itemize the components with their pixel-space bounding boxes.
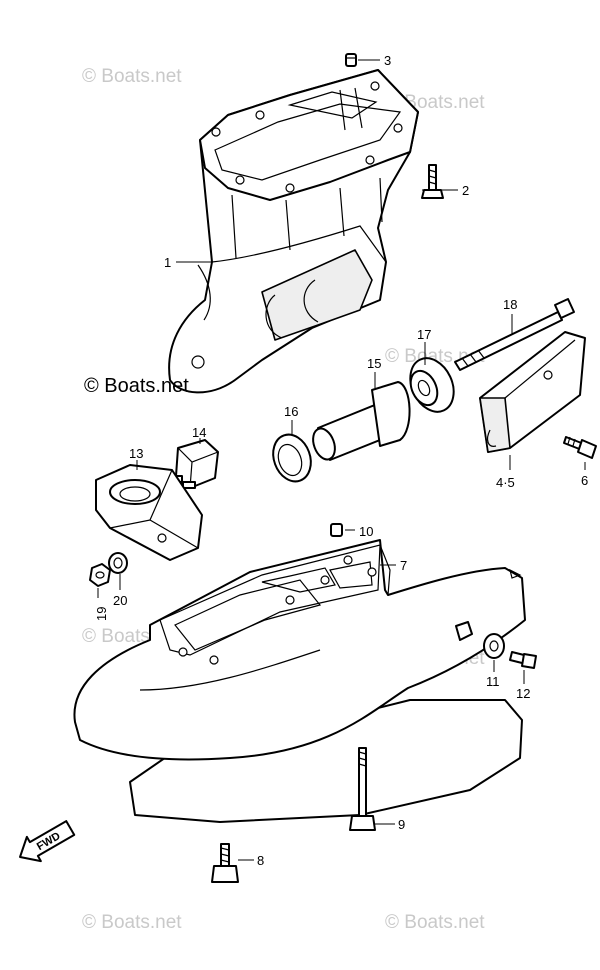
- callout-6: 6: [581, 473, 588, 488]
- dowel-pin-top[interactable]: [345, 53, 357, 67]
- callout-17: 17: [417, 327, 431, 342]
- callouts: 1 2 3 4·5 6 7 8 9 10 11 12 13 14 15 16 1…: [94, 53, 588, 868]
- short-bolt[interactable]: [211, 843, 239, 883]
- callout-4-5: 4·5: [496, 475, 515, 490]
- callout-7: 7: [400, 558, 407, 573]
- long-bolt[interactable]: [454, 298, 575, 371]
- grommet[interactable]: [455, 621, 505, 659]
- leader-lines: [97, 59, 586, 861]
- damper-bushing[interactable]: [309, 381, 411, 462]
- mount-rubber[interactable]: [402, 351, 462, 419]
- washer[interactable]: [108, 552, 128, 574]
- bolt-top[interactable]: [421, 164, 444, 199]
- watermark-main: © Boats.net: [84, 375, 189, 397]
- callout-1: 1: [164, 255, 171, 270]
- drive-shaft-housing[interactable]: [168, 69, 419, 394]
- long-bolt-lower[interactable]: [349, 747, 376, 831]
- bolt-lower-right[interactable]: [509, 651, 537, 669]
- watermark-6: © Boats.net: [82, 912, 182, 933]
- callout-10: 10: [359, 524, 373, 539]
- upper-mount[interactable]: [95, 464, 203, 561]
- callout-20: 20: [113, 593, 127, 608]
- callout-2: 2: [462, 183, 469, 198]
- watermark-1: © Boats.net: [82, 66, 182, 87]
- callout-12: 12: [516, 686, 530, 701]
- callout-11: 11: [486, 674, 500, 689]
- callout-19: 19: [94, 607, 109, 621]
- callout-14: 14: [192, 425, 206, 440]
- bolt-side[interactable]: [563, 436, 597, 459]
- nut[interactable]: [89, 563, 111, 587]
- seal-ring[interactable]: [267, 429, 317, 486]
- callout-16: 16: [284, 404, 298, 419]
- callout-3: 3: [384, 53, 391, 68]
- lower-cover[interactable]: [73, 539, 526, 823]
- callout-9: 9: [398, 817, 405, 832]
- mount-bracket[interactable]: [479, 331, 586, 453]
- callout-15: 15: [367, 356, 381, 371]
- callout-8: 8: [257, 853, 264, 868]
- dowel-pin-lower[interactable]: [330, 523, 343, 537]
- watermark-7: © Boats.net: [385, 912, 485, 933]
- watermarks: © Boats.net © Boats.net © Boats.net © Bo…: [82, 66, 485, 933]
- forward-arrow-icon: FWD: [19, 820, 76, 863]
- callout-18: 18: [503, 297, 517, 312]
- callout-13: 13: [129, 446, 143, 461]
